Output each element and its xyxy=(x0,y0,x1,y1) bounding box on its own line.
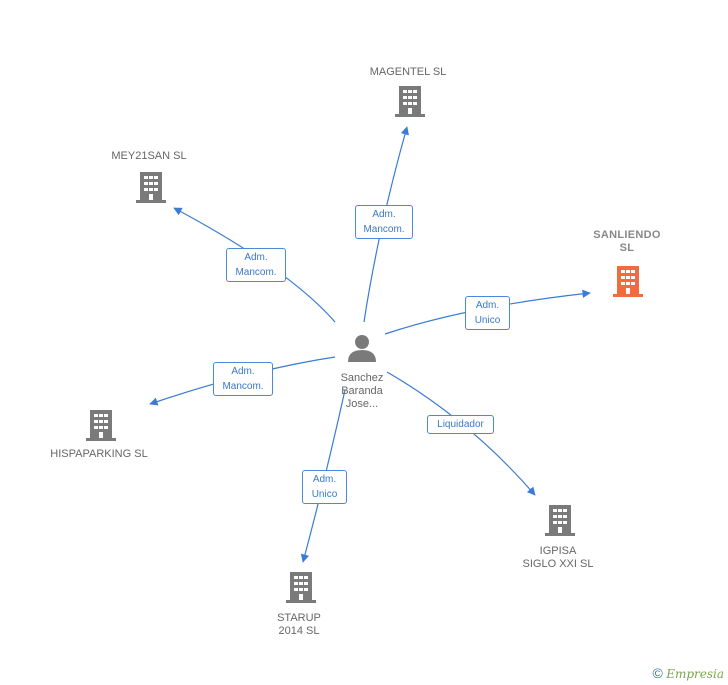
company-name-starup[interactable]: STARUP 2014 SL xyxy=(277,612,321,637)
building-icon xyxy=(136,172,166,203)
building-icon xyxy=(86,410,116,441)
company-name-magentel[interactable]: MAGENTEL SL xyxy=(369,66,447,78)
relation-label-magentel: Adm. Mancom. xyxy=(355,205,413,239)
person-icon xyxy=(348,335,376,362)
brand-logo[interactable]: Empresia xyxy=(666,667,724,681)
copyright-icon: © xyxy=(652,665,663,681)
relation-label-mey21san: Adm. Mancom. xyxy=(226,248,286,282)
building-icon xyxy=(545,505,575,536)
company-name-sanliendo[interactable]: SANLIENDO SL xyxy=(593,229,661,254)
relation-label-igpisa: Liquidador xyxy=(427,415,494,434)
relation-label-sanliendo: Adm. Unico xyxy=(465,296,510,330)
building-icon xyxy=(395,86,425,117)
building-icon xyxy=(286,572,316,603)
footer: © Empresia xyxy=(653,665,724,681)
person-name[interactable]: Sanchez Baranda Jose... xyxy=(340,372,384,410)
relation-label-starup: Adm. Unico xyxy=(302,470,347,504)
company-name-mey21san[interactable]: MEY21SAN SL xyxy=(111,150,187,162)
company-name-igpisa[interactable]: IGPISA SIGLO XXI SL xyxy=(522,545,594,570)
company-name-hispaparking[interactable]: HISPAPARKING SL xyxy=(50,448,148,460)
building-icon xyxy=(613,266,643,297)
relation-label-hispaparking: Adm. Mancom. xyxy=(213,362,273,396)
